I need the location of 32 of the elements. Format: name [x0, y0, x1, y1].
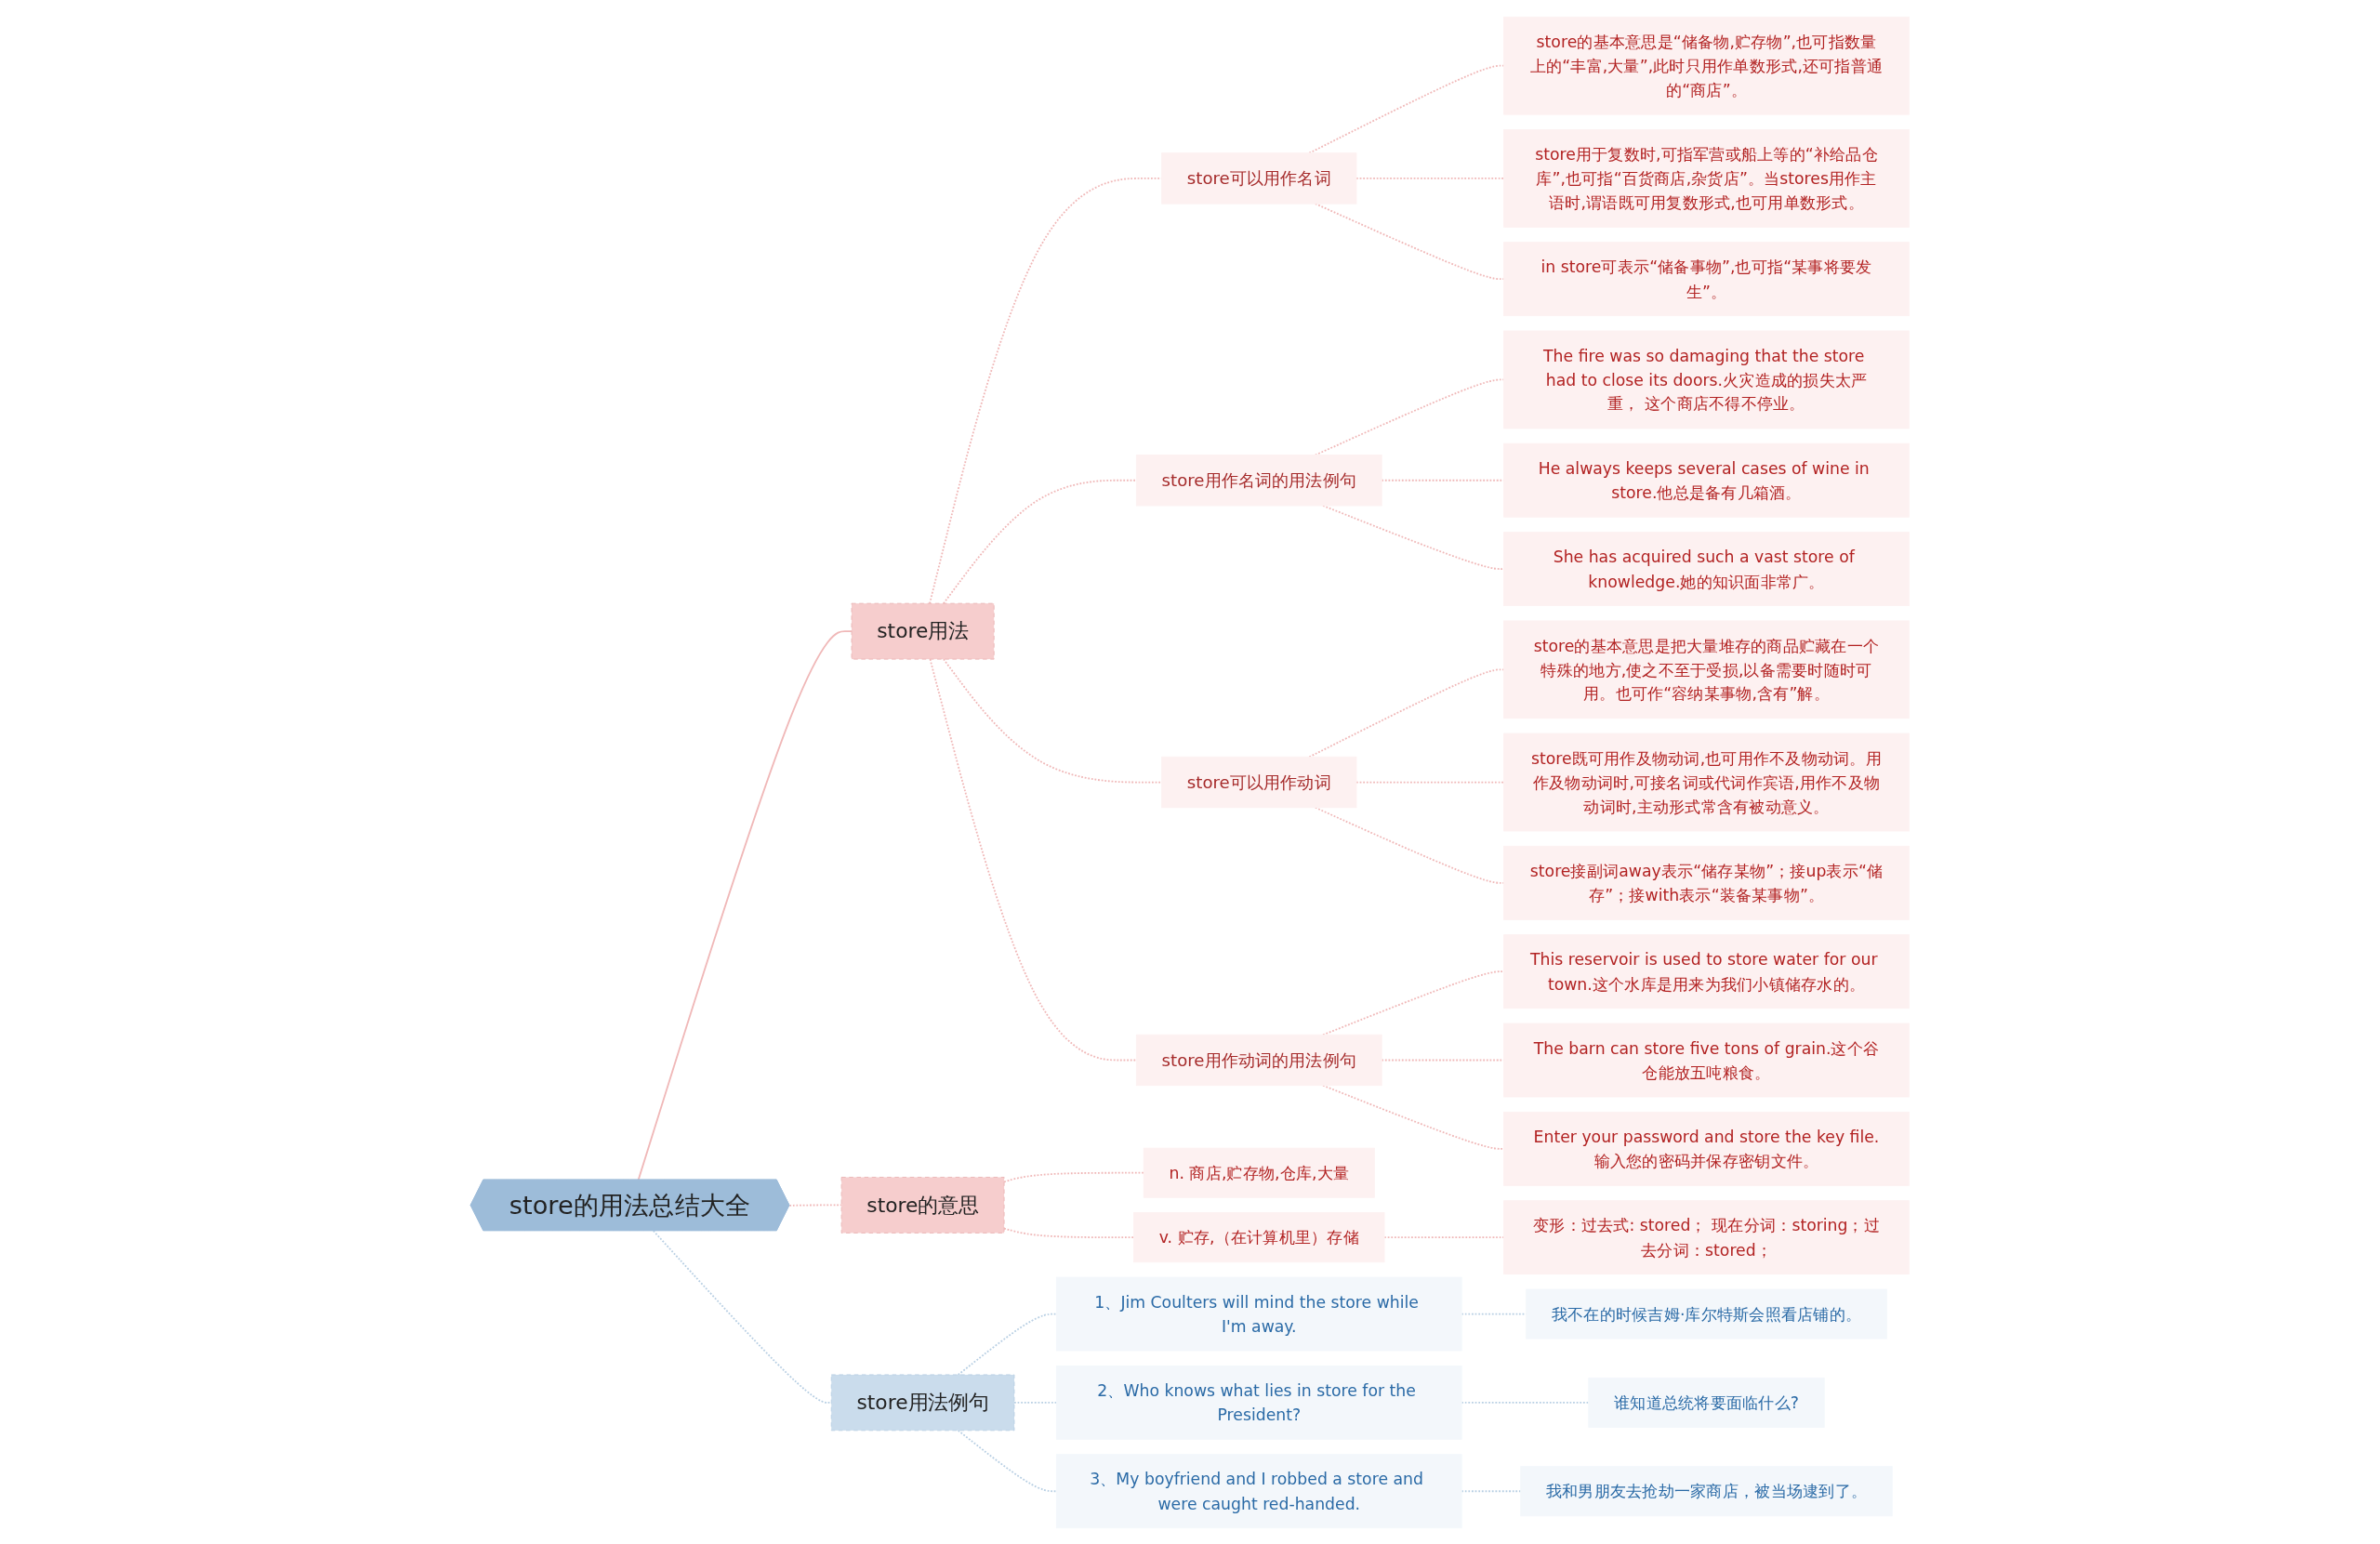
- node-box: 谁知道总统将要面临什么?: [1588, 1377, 1825, 1428]
- connector: [929, 657, 1138, 1061]
- node-box: 我和男朋友去抢劫一家商店，被当场逮到了。: [1520, 1465, 1893, 1516]
- node-box: store用于复数时,可指军营或船上等的“补给品仓库”,也可指“百货商店,杂货店”。当stores用作主语时,谓语既可用复数形式,也可用单数形式。: [1503, 128, 1910, 228]
- node-box: This reservoir is used to store water for our town.这个水库是用来为我们小镇储存水的。: [1503, 933, 1910, 1009]
- node-box: store接副词away表示“储存某物”；接up表示“储存”；接with表示“装备某事物”。: [1503, 845, 1910, 920]
- node-box: store可以用作名词: [1161, 152, 1357, 205]
- node-box: v. 贮存,（在计算机里）存储: [1133, 1211, 1385, 1262]
- node-box: store既可用作及物动词,也可用作不及物动词。用作及物动词时,可接名词或代词作宾语,用作不及物动词时,主动形式常含有被动意义。: [1503, 732, 1910, 831]
- connector: [1322, 1084, 1505, 1150]
- node-box: She has acquired such a vast store of knowledge.她的知识面非常广。: [1503, 531, 1910, 606]
- node-box: 变形：过去式: stored； 现在分词：storing；过去分词：stored；: [1503, 1199, 1910, 1274]
- connector: [957, 1429, 1058, 1492]
- node-box: store用法例句: [830, 1373, 1015, 1431]
- node-box: Enter your password and store the key file.输入您的密码并保存密钥文件。: [1503, 1111, 1910, 1186]
- node-box: store的基本意思是把大量堆存的商品贮藏在一个特殊的地方,使之不至于受损,以备需要时随时可用。也可作“容纳某事物,含有”解。: [1503, 619, 1910, 719]
- connector: [943, 657, 1163, 783]
- connector: [788, 1204, 843, 1207]
- node-box: store用法: [851, 602, 995, 660]
- node-box: store的基本意思是“储备物,贮存物”,也可指数量上的“丰富,大量”,此时只用作单数形式,还可指普通的“商店”。: [1503, 16, 1910, 115]
- node-box: in store可表示“储备事物”,也可指“某事将要发生”。: [1503, 241, 1910, 316]
- node-box: store的意思: [840, 1176, 1005, 1234]
- node-box: 3、My boyfriend and I robbed a store and were caught red-handed.: [1056, 1453, 1462, 1528]
- node-box: 1、Jim Coulters will mind the store while I'm away.: [1056, 1276, 1462, 1351]
- node-box: store可以用作动词: [1161, 756, 1357, 808]
- node-box: 我不在的时候吉姆·库尔特斯会照看店铺的。: [1526, 1288, 1887, 1339]
- node-box: store用作动词的用法例句: [1136, 1034, 1382, 1086]
- node-box: The fire was so damaging that the store had to close its doors.火灾造成的损失太严重， 这个商店不得不停业。: [1503, 330, 1910, 429]
- connector: [943, 479, 1138, 604]
- node-box: store用作名词的用法例句: [1136, 454, 1382, 506]
- node-box: n. 商店,贮存物,仓库,大量: [1143, 1147, 1375, 1198]
- node-box: 2、Who knows what lies in store for the President?: [1056, 1365, 1462, 1440]
